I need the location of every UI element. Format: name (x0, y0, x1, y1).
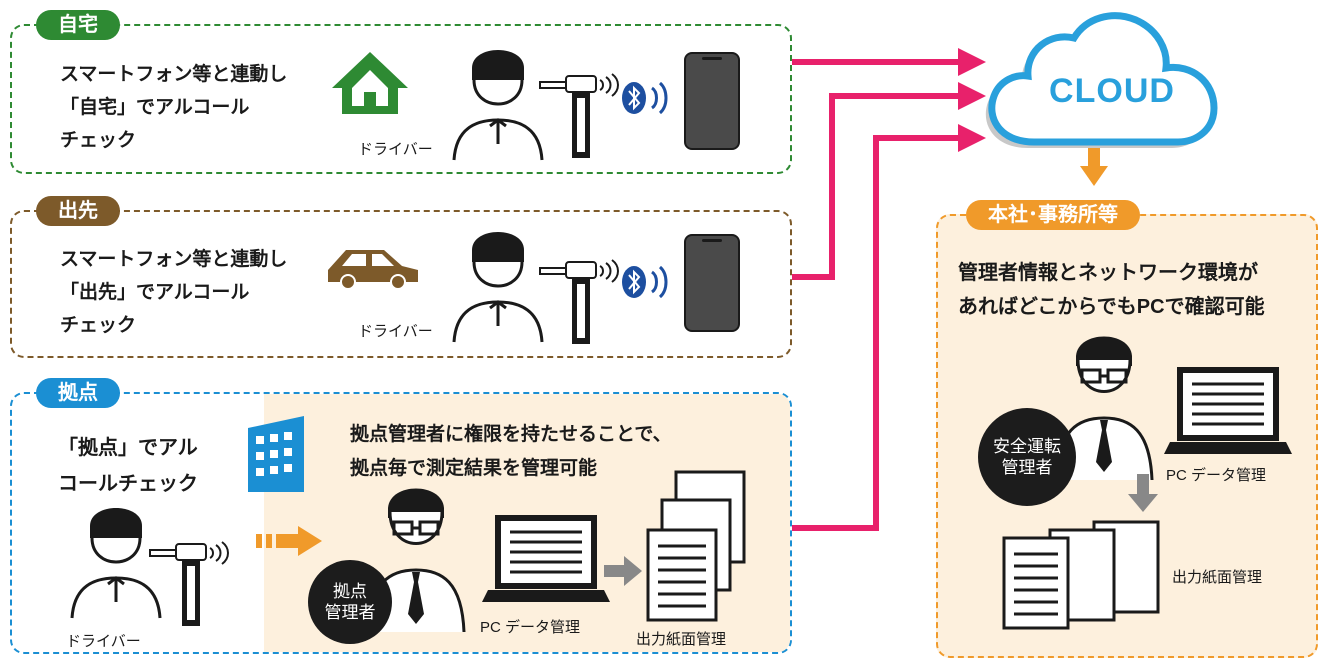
driver-icon (66, 498, 166, 633)
hq-description: 管理者情報とネットワーク環境があればどこからでもPCで確認可能 (958, 262, 1265, 318)
driver-icon (448, 222, 548, 357)
data-transfer-arrow-icon (256, 526, 326, 561)
away-description: スマートフォン等と連動し「出先」でアルコールチェック (60, 249, 288, 336)
connector-home (792, 48, 986, 76)
building-icon (244, 414, 314, 499)
connector-away (792, 82, 986, 280)
base-paper-label: 出力紙面管理 (636, 631, 727, 648)
driver-icon (448, 40, 548, 175)
bluetooth-icon (620, 262, 680, 307)
away-tag: 出先 (36, 196, 120, 226)
hq-pc-label: PC データ管理 (1166, 467, 1267, 484)
away-driver-label: ドライバー (358, 323, 433, 340)
hq-paper-label: 出力紙面管理 (1172, 569, 1263, 586)
cloud-to-hq-arrow (1080, 146, 1108, 186)
cloud-label: CLOUD (1049, 72, 1175, 110)
admin-icon (1048, 330, 1158, 495)
arrow-down-icon (1128, 474, 1158, 519)
admin-icon (360, 482, 470, 647)
documents-icon (646, 470, 756, 635)
breathalyzer-icon (539, 258, 630, 353)
bluetooth-icon (620, 78, 680, 123)
arrow-right-icon (604, 556, 644, 591)
home-tag: 自宅 (36, 10, 120, 40)
home-panel (10, 24, 792, 174)
breathalyzer-icon (539, 72, 630, 167)
laptop-icon (1160, 366, 1294, 467)
hq-tag: 本社･事務所等 (966, 200, 1140, 230)
smartphone-icon (684, 234, 740, 337)
smartphone-icon (684, 52, 740, 155)
home-description: スマートフォン等と連動し「自宅」でアルコールチェック (60, 64, 288, 151)
base-admin-badge: 拠点管理者 (308, 560, 392, 644)
base-pc-label: PC データ管理 (480, 619, 581, 636)
hq-admin-badge: 安全運転管理者 (978, 408, 1076, 506)
base-tag: 拠点 (36, 378, 120, 408)
connector-base (792, 124, 986, 531)
away-panel (10, 210, 792, 358)
base-admin-text: 拠点管理者に権限を持たせることで、拠点毎で測定結果を管理可能 (350, 424, 672, 479)
cloud-icon (982, 10, 1232, 155)
documents-icon (1000, 520, 1170, 635)
laptop-icon (478, 514, 612, 615)
home-driver-label: ドライバー (358, 141, 433, 158)
base-description: 「拠点」でアルコールチェック (58, 437, 198, 495)
breathalyzer-icon (149, 540, 240, 635)
base-driver-label: ドライバー (66, 633, 141, 650)
car-icon (322, 242, 422, 297)
house-icon (330, 48, 410, 123)
